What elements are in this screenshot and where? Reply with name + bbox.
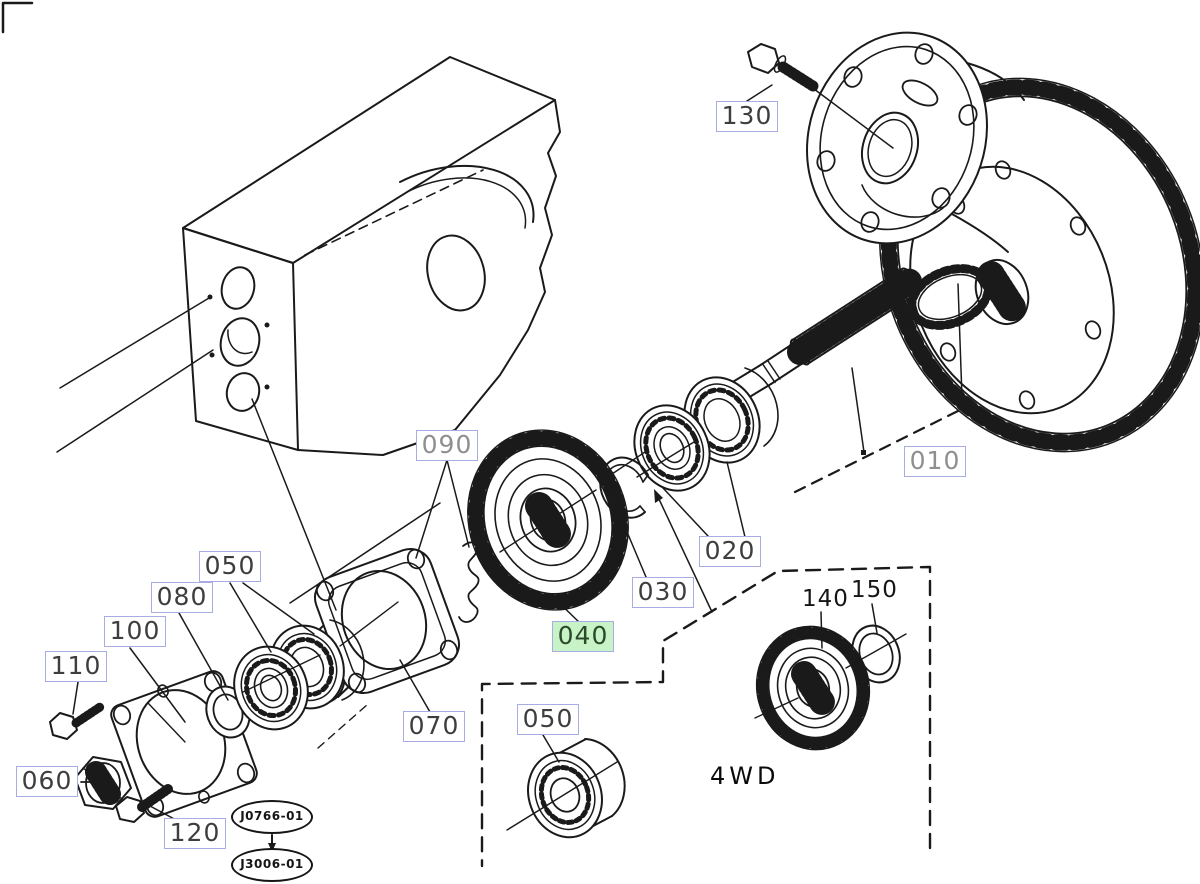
- differential-case-flange: [806, 31, 1025, 253]
- callout-050-a[interactable]: 050: [199, 551, 261, 582]
- 4wd-section-boundary: [480, 565, 932, 868]
- center-axis: [82, 441, 907, 831]
- transmission-housing: [182, 56, 561, 456]
- gear-040: [467, 429, 629, 611]
- frame-corner: [1, 1, 34, 34]
- assembly-bracket-010: [793, 402, 974, 494]
- callout-100[interactable]: 100: [104, 616, 166, 647]
- callout-010[interactable]: 010: [904, 446, 966, 477]
- part-number-140: 140: [802, 586, 849, 612]
- stud-bolt-110: [49, 702, 105, 740]
- part-number-150: 150: [851, 577, 898, 603]
- gear-140: [755, 625, 871, 751]
- callout-040-highlighted[interactable]: 040: [552, 621, 614, 652]
- section-label-4wd: 4WD: [710, 762, 780, 790]
- flange-bolt-120: [115, 784, 173, 823]
- reference-stamp-top: J0766-01: [231, 800, 313, 834]
- callout-110[interactable]: 110: [45, 651, 107, 682]
- pointer-lines: [56, 297, 441, 611]
- callout-060[interactable]: 060: [16, 766, 78, 797]
- callout-120[interactable]: 120: [164, 818, 226, 849]
- pinion-shaft: [728, 267, 923, 403]
- bearing-050-4wd: [527, 738, 626, 839]
- callout-130[interactable]: 130: [716, 101, 778, 132]
- callout-080[interactable]: 080: [151, 582, 213, 613]
- callout-leaders: [72, 76, 963, 845]
- bearing-pair-050: [233, 619, 365, 731]
- callout-090[interactable]: 090: [416, 430, 478, 461]
- arrowhead-030: [654, 489, 663, 503]
- bearing-pair-020: [633, 367, 779, 492]
- callout-020[interactable]: 020: [699, 536, 761, 567]
- reference-stamp-bottom: J3006-01: [231, 848, 313, 882]
- mount-bolt-130: [747, 43, 819, 92]
- callout-030[interactable]: 030: [632, 577, 694, 608]
- callout-070[interactable]: 070: [403, 711, 465, 742]
- callout-050-b[interactable]: 050: [517, 704, 579, 735]
